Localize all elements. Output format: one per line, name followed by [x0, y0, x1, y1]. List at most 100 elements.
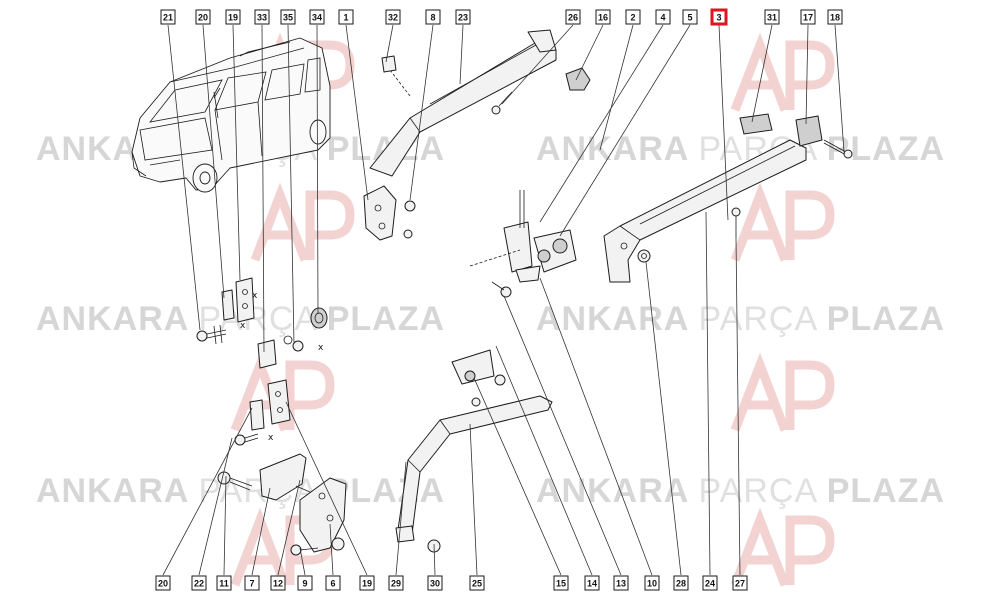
callout-top-31[interactable]: 31 [764, 9, 780, 25]
van-illustration-icon [131, 37, 331, 193]
cut-mark: x [240, 321, 246, 331]
callout-top-4[interactable]: 4 [655, 9, 671, 25]
callout-box [827, 9, 843, 25]
callout-box [297, 575, 313, 591]
callout-box [584, 575, 600, 591]
sliding-track-24 [603, 139, 807, 283]
leader-line [285, 401, 368, 576]
callout-box [388, 575, 404, 591]
leader-line [251, 487, 271, 576]
callout-bottom-28[interactable]: 28 [673, 575, 689, 591]
callout-box [325, 575, 341, 591]
callout-bottom-13[interactable]: 13 [613, 575, 629, 591]
leader-lines [162, 24, 845, 576]
upper-rail-23 [363, 29, 557, 241]
callout-top-19[interactable]: 19 [225, 9, 241, 25]
callout-bottom-30[interactable]: 30 [427, 575, 443, 591]
leader-line [599, 24, 634, 151]
callout-bottom-22[interactable]: 22 [191, 575, 207, 591]
callout-top-23[interactable]: 23 [455, 9, 471, 25]
callout-box [216, 575, 232, 591]
callout-box [469, 575, 485, 591]
callout-number: 13 [616, 579, 626, 589]
callout-bottom-7[interactable]: 7 [244, 575, 260, 591]
callout-number: 1 [343, 13, 348, 23]
leader-line [198, 437, 233, 576]
callout-number: 20 [158, 579, 168, 589]
callout-top-16[interactable]: 16 [595, 9, 611, 25]
callout-box [565, 9, 581, 25]
leader-line [162, 407, 253, 576]
callout-top-26[interactable]: 26 [565, 9, 581, 25]
watermark-logo-icon [730, 507, 835, 587]
callout-top-2[interactable]: 2 [625, 9, 641, 25]
callout-number: 24 [705, 579, 715, 589]
leader-line [409, 24, 434, 201]
callout-bottom-9[interactable]: 9 [297, 575, 313, 591]
callout-number: 18 [830, 13, 840, 23]
callout-bottom-24[interactable]: 24 [702, 575, 718, 591]
leader-line [345, 24, 369, 201]
lower-rail-25 [395, 349, 553, 553]
callout-number: 17 [803, 13, 813, 23]
callout-bottom-12[interactable]: 12 [270, 575, 286, 591]
callout-number: 15 [556, 579, 566, 589]
callout-bottom-14[interactable]: 14 [584, 575, 600, 591]
callout-number: 5 [687, 13, 692, 23]
callout-top-33[interactable]: 33 [254, 9, 270, 25]
callout-top-20[interactable]: 20 [195, 9, 211, 25]
leader-line [433, 543, 436, 576]
leader-line [575, 24, 604, 81]
callout-box [553, 575, 569, 591]
callout-top-17[interactable]: 17 [800, 9, 816, 25]
cap-16-icon [565, 67, 591, 91]
callout-number: 20 [198, 13, 208, 23]
callout-bottom-10[interactable]: 10 [644, 575, 660, 591]
callout-number: 16 [598, 13, 608, 23]
callout-top-21[interactable]: 21 [160, 9, 176, 25]
bolt-8-icon [403, 200, 416, 239]
callout-box [764, 9, 780, 25]
grommet-34-icon [310, 307, 328, 329]
callout-number: 34 [312, 13, 322, 23]
nut-28-icon [637, 249, 651, 263]
callout-box [425, 9, 441, 25]
callout-box [682, 9, 698, 25]
callout-number: 8 [430, 13, 435, 23]
callout-box [195, 9, 211, 25]
callout-bottom-25[interactable]: 25 [469, 575, 485, 591]
callout-box [732, 575, 748, 591]
callout-number: 11 [219, 579, 229, 589]
callout-top-32[interactable]: 32 [385, 9, 401, 25]
callout-bottom-27[interactable]: 27 [732, 575, 748, 591]
callout-number: 12 [273, 579, 283, 589]
callout-top-34[interactable]: 34 [309, 9, 325, 25]
callout-top-8[interactable]: 8 [425, 9, 441, 25]
leader-line [232, 24, 241, 281]
callout-top-5[interactable]: 5 [682, 9, 698, 25]
callout-box [225, 9, 241, 25]
leader-line [385, 24, 394, 63]
callout-top-1[interactable]: 1 [338, 9, 354, 25]
leader-line [395, 461, 407, 576]
callout-box [644, 575, 660, 591]
callout-bottom-6[interactable]: 6 [325, 575, 341, 591]
callout-bottom-29[interactable]: 29 [388, 575, 404, 591]
callout-number: 6 [330, 579, 335, 589]
callout-number: 29 [391, 579, 401, 589]
cut-mark: x [268, 433, 274, 443]
bolt-35-icon [283, 335, 304, 352]
callout-top-3[interactable]: 3 [710, 8, 728, 26]
callout-bottom-15[interactable]: 15 [553, 575, 569, 591]
callout-box [155, 575, 171, 591]
callout-top-35[interactable]: 35 [280, 9, 296, 25]
watermark-logo-icon [730, 352, 835, 432]
callout-number: 31 [767, 13, 777, 23]
callout-bottom-19[interactable]: 19 [359, 575, 375, 591]
callout-box [625, 9, 641, 25]
callout-bottom-11[interactable]: 11 [216, 575, 232, 591]
callout-box [270, 575, 286, 591]
leader-line [539, 24, 664, 223]
callout-top-18[interactable]: 18 [827, 9, 843, 25]
callout-bottom-20[interactable]: 20 [155, 575, 171, 591]
